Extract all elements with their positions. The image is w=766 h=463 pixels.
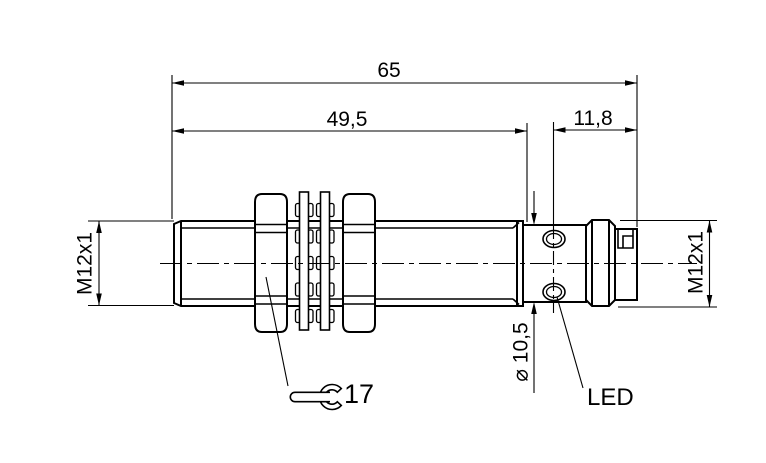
sensor-body: [173, 191, 638, 333]
leader-line: [265, 276, 289, 387]
dim-led-diameter: ⌀ 10,5: [510, 191, 537, 393]
arrowhead-down: [531, 213, 537, 225]
connector-keyway: [617, 229, 634, 249]
arrowhead-left: [553, 127, 566, 133]
wrench-handle-fill: [290, 392, 330, 402]
washer-plate: [319, 191, 331, 331]
leader-line: [556, 296, 584, 389]
washer-plate: [298, 191, 310, 331]
dim-front-thread: M12x1: [74, 220, 174, 307]
lock-washer-2: [315, 191, 335, 331]
connector-keyway-step: [622, 235, 633, 248]
wrench-icon: [289, 383, 343, 411]
arrowhead-right: [625, 127, 637, 133]
rear-thread-label: M12x1: [685, 231, 708, 294]
connector-rear: [614, 228, 638, 301]
led-label: LED: [587, 384, 634, 411]
arrowhead-left: [172, 80, 184, 86]
arrowhead-top: [706, 220, 713, 233]
centerlines: [160, 122, 697, 313]
connector-rear-outline: [614, 228, 638, 301]
arrowhead-up: [531, 302, 537, 314]
dim-overall-length: 65: [171, 59, 638, 227]
dim-front-section-length: 49,5: [172, 108, 528, 222]
wrench-handle-outline: [289, 391, 330, 403]
arrowhead-left: [172, 128, 184, 134]
led-callout: LED: [556, 296, 634, 411]
arrowhead-top: [96, 221, 102, 233]
wrench-size-callout: 17: [265, 276, 374, 411]
front-thread-label: M12x1: [74, 232, 97, 295]
arrowhead-bottom: [706, 295, 713, 307]
connector-coupling: [585, 219, 616, 307]
lock-washer-1: [294, 191, 314, 331]
dim-overall-length-text: 65: [377, 59, 400, 82]
arrowhead-right: [625, 80, 637, 86]
arrowhead-bottom: [96, 293, 102, 306]
wrench-size-label: 17: [344, 379, 374, 409]
led-diameter-text: ⌀ 10,5: [510, 322, 533, 381]
dim-front-section-text: 49,5: [327, 108, 368, 131]
dim-rear-section-length: 11,8: [553, 107, 637, 133]
dim-rear-section-text: 11,8: [573, 107, 612, 130]
arrowhead-right: [515, 128, 527, 134]
dim-rear-thread: M12x1: [618, 219, 717, 308]
